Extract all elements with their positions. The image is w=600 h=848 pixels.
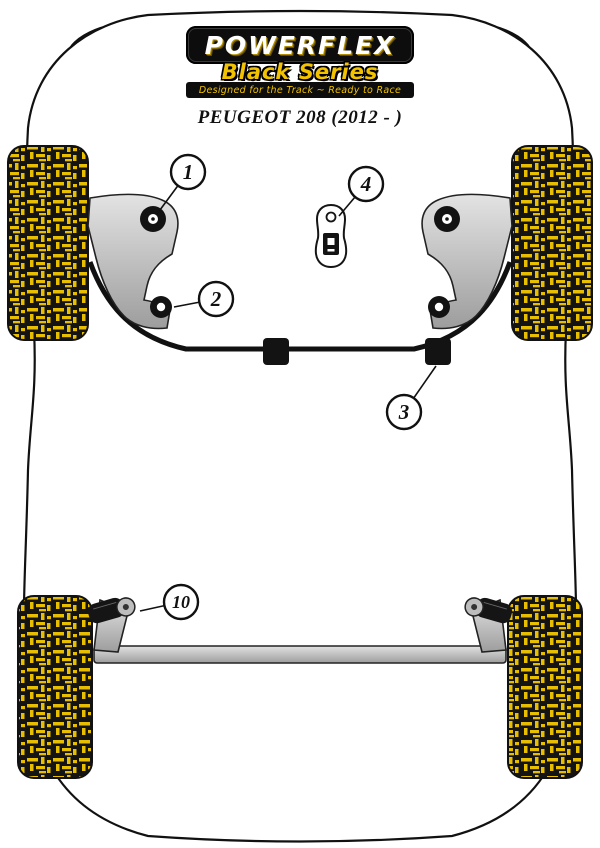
wheel-rear-left (17, 595, 93, 779)
wheel-front-left (7, 145, 89, 341)
lower-engine-mount (314, 203, 348, 269)
tagline-text: Designed for the Track ~ Ready to Race (198, 84, 402, 96)
rear-beam-axle (93, 645, 507, 664)
callout-4[interactable]: 4 (338, 165, 385, 217)
powerflex-logo: POWERFLEX (186, 26, 414, 64)
callout-2-label: 2 (210, 287, 222, 311)
callout-4-label: 4 (360, 172, 372, 196)
callout-10-label: 10 (172, 592, 190, 612)
page-title: PEUGEOT 208 (2012 - ) (197, 107, 403, 128)
anti-roll-bar (87, 261, 513, 352)
callout-2[interactable]: 2 (173, 280, 235, 318)
callout-3-label: 3 (398, 400, 410, 424)
tagline-bar: Designed for the Track ~ Ready to Race (186, 82, 414, 98)
callout-1-label: 1 (183, 160, 194, 184)
callout-3[interactable]: 3 (385, 365, 437, 431)
anti-roll-bar-bush-right (425, 338, 451, 365)
brand-header: POWERFLEX Black Series Designed for the … (0, 26, 600, 129)
series-label: Black Series (221, 60, 379, 84)
wheel-rear-right (507, 595, 583, 779)
wheel-front-right (511, 145, 593, 341)
brand-name: POWERFLEX (204, 30, 396, 60)
callout-1[interactable]: 1 (156, 153, 207, 215)
callout-10[interactable]: 10 (139, 583, 200, 621)
anti-roll-bar-bush-left (263, 338, 289, 365)
car-body-outline (22, 9, 578, 843)
